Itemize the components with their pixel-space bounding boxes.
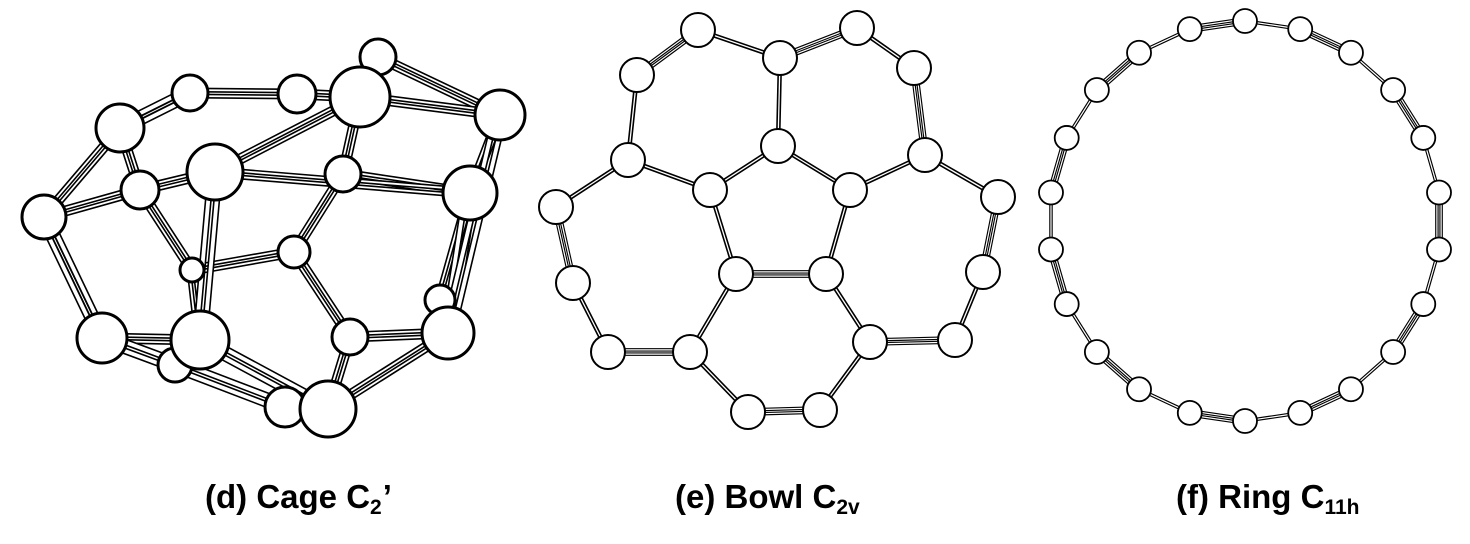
atom <box>1426 236 1452 263</box>
molecule-figure <box>20 8 1452 439</box>
atom <box>760 128 796 164</box>
bowl-molecule <box>538 10 1016 430</box>
atom <box>718 256 754 292</box>
atom <box>980 179 1016 215</box>
atom <box>94 102 146 154</box>
atom <box>1232 408 1258 434</box>
atom <box>1126 376 1152 403</box>
atom <box>937 322 973 358</box>
atom <box>1053 125 1080 151</box>
atom <box>692 172 728 208</box>
atom <box>1038 179 1064 206</box>
atom <box>276 73 318 115</box>
atom <box>672 334 708 370</box>
atom <box>762 40 798 76</box>
atom <box>473 88 527 142</box>
atom <box>20 193 68 241</box>
atom <box>1426 179 1452 206</box>
atom <box>1287 399 1314 426</box>
atom <box>907 137 943 173</box>
atom <box>1126 39 1152 66</box>
atom <box>1083 339 1110 365</box>
atom <box>1176 399 1203 426</box>
atom <box>538 189 574 225</box>
atom <box>328 65 392 129</box>
atom <box>730 394 766 430</box>
symmetry-symbol: C11h <box>1300 478 1360 519</box>
atom <box>1338 376 1364 403</box>
atom <box>610 142 646 178</box>
atom <box>1176 16 1203 43</box>
symmetry-symbol: C2’ <box>346 478 392 519</box>
caption-cage: (d) Cage C2’ <box>205 478 465 520</box>
atom <box>169 309 231 371</box>
atom <box>1380 339 1407 365</box>
atom <box>1410 291 1437 317</box>
atom <box>555 265 591 301</box>
atom <box>75 311 129 365</box>
symmetry-symbol: C2v <box>812 478 860 519</box>
atom <box>276 234 312 270</box>
atom <box>441 164 499 222</box>
bond-core <box>450 115 506 335</box>
atom <box>1380 77 1407 103</box>
atom <box>680 12 716 48</box>
caption-letter: (f) <box>1176 478 1209 515</box>
atom <box>1287 16 1314 43</box>
atom <box>1053 291 1080 317</box>
caption-ring: (f) Ring C11h <box>1176 478 1416 520</box>
caption-shape: Ring <box>1218 478 1292 515</box>
caption-letter: (e) <box>675 478 716 515</box>
atom <box>330 317 370 357</box>
atom <box>808 256 844 292</box>
caption-letter: (d) <box>205 478 248 515</box>
ring-molecule <box>1038 8 1452 434</box>
atom <box>298 379 358 439</box>
caption-shape: Cage <box>256 478 338 515</box>
atom <box>323 154 363 194</box>
atom <box>170 73 210 113</box>
atom <box>965 254 1001 290</box>
atom <box>832 172 868 208</box>
atom <box>896 50 932 86</box>
atom <box>178 256 206 284</box>
atom <box>802 392 838 428</box>
atom <box>852 324 888 360</box>
atom <box>1083 77 1110 103</box>
caption-shape: Bowl <box>724 478 804 515</box>
cage-molecule <box>20 37 527 439</box>
atom <box>1338 39 1364 66</box>
caption-bowl: (e) Bowl C2v <box>675 478 915 520</box>
atom <box>1038 236 1064 263</box>
atom <box>839 10 875 46</box>
atom <box>420 305 476 361</box>
atom <box>119 169 161 211</box>
atom <box>619 57 655 93</box>
atom <box>185 142 245 202</box>
atom <box>1232 8 1258 34</box>
atom <box>590 334 626 370</box>
atom <box>1410 125 1437 151</box>
